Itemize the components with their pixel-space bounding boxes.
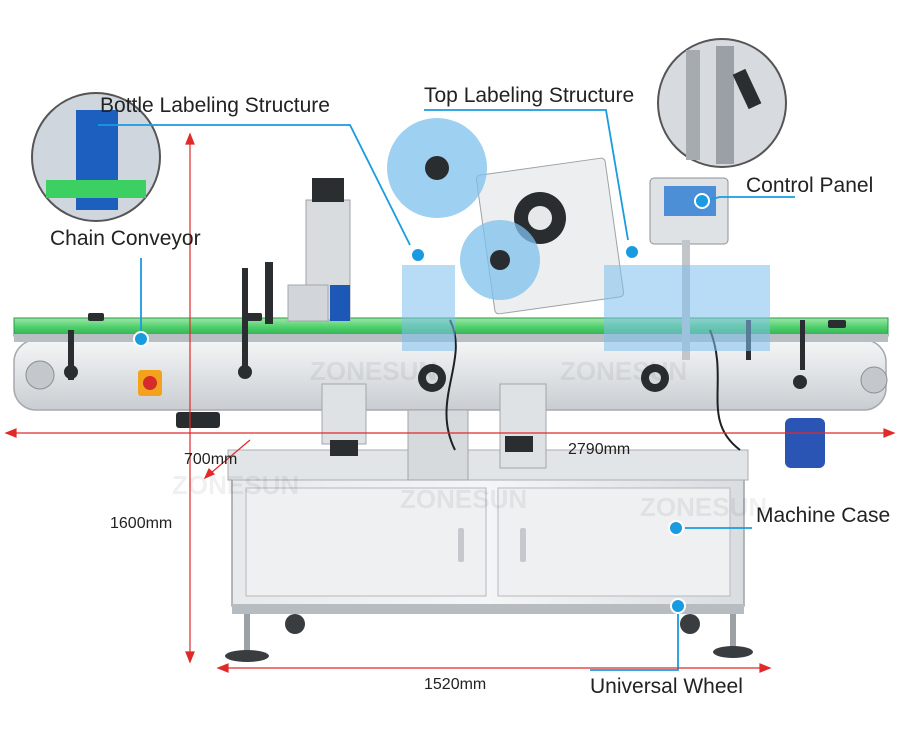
callout-lines [98, 109, 795, 671]
machine-cabinet [227, 449, 749, 614]
labeling-head-highlights [387, 118, 770, 351]
watermark-text: ZONESUN [172, 470, 299, 500]
label-machine-case: Machine Case [756, 504, 891, 527]
dimension-length: 2790mm [568, 441, 631, 458]
callout-dots [133, 193, 710, 614]
dimension-height: 1600mm [110, 515, 173, 532]
label-bottle-labeling-structure: Bottle Labeling Structure [100, 94, 330, 117]
legs-and-wheels [225, 614, 753, 662]
watermark-text: ZONESUN [560, 356, 687, 386]
label-top-labeling-structure: Top Labeling Structure [424, 84, 635, 107]
dimension-lines [4, 132, 896, 673]
inset-control-panel-detail [657, 38, 787, 168]
watermark-text: ZONESUN [640, 492, 767, 522]
watermarks: ZONESUN ZONESUN ZONESUN ZONESUN ZONESUN [172, 356, 767, 522]
dimension-depth: 700mm [184, 451, 238, 468]
label-control-panel: Control Panel [746, 174, 874, 197]
watermark-text: ZONESUN [400, 484, 527, 514]
label-chain-conveyor: Chain Conveyor [50, 227, 201, 250]
label-universal-wheel: Universal Wheel [590, 675, 743, 698]
dimension-base-width: 1520mm [424, 676, 487, 693]
watermark-text: ZONESUN [310, 356, 437, 386]
